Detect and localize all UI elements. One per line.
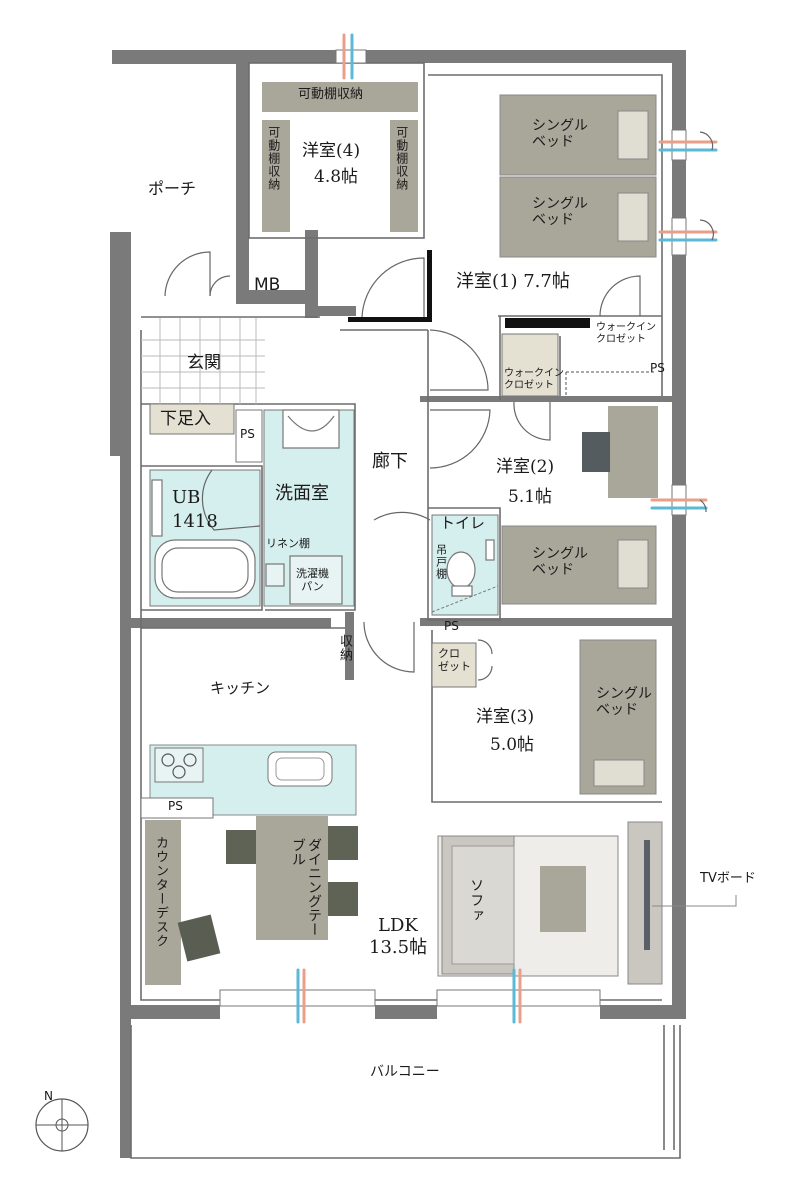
single-bed-2-label: シングル ベッド [532, 196, 588, 229]
door-swings [164, 131, 714, 681]
single-bed-1-label: シングル ベッド [532, 118, 588, 151]
toilet-label: トイレ [440, 514, 486, 532]
corridor-label: 廊下 [372, 451, 408, 472]
room2-size-label: 5.1帖 [508, 487, 553, 507]
movable-shelf-right-label: 可動棚収納 [394, 126, 409, 191]
entrance-label: 玄関 [187, 353, 221, 373]
thin-walls [130, 62, 681, 1159]
walls [110, 50, 686, 1158]
counter-desk-label: カウンターデスク [152, 836, 168, 948]
single-bed-4-label: シングル ベッド [596, 686, 652, 719]
ventilation-arrows [296, 33, 718, 1024]
beds [499, 94, 657, 795]
storage-label: 収納 [336, 634, 352, 662]
movable-shelf-top-label: 可動棚収納 [298, 87, 364, 102]
closet-3-label: クロ ゼット [438, 647, 471, 673]
walkin-1-label: ウォークイン クロゼット [596, 322, 656, 345]
mb-label: MB [254, 275, 281, 295]
compass-north-label: N [44, 1089, 53, 1103]
ldk-name-label: LDK [378, 915, 418, 936]
ps-room1-label: PS [650, 361, 665, 375]
ps-toilet-label: PS [444, 619, 459, 633]
room4-shelves [262, 82, 418, 232]
single-bed-3-label: シングル ベッド [532, 546, 588, 579]
hanging-cabinet-label: 吊戸棚 [434, 544, 448, 580]
pillows [593, 110, 649, 787]
room4-size-label: 4.8帖 [314, 167, 359, 187]
room4-name-label: 洋室(4) [302, 141, 361, 161]
kitchen-label: キッチン [210, 679, 271, 697]
washroom-label: 洗面室 [275, 483, 329, 504]
washer-pan-label: 洗濯機 パン [296, 567, 329, 593]
dining-table-label: ダイニングテーブル [289, 838, 322, 936]
fixtures [151, 409, 495, 605]
closets [431, 333, 559, 688]
shoe-storage-label: 下足入 [160, 409, 211, 429]
room3-name-label: 洋室(3) [476, 707, 535, 727]
compass-rose [35, 1096, 89, 1154]
ub-name-label: UB [172, 487, 201, 508]
ps-kitchen-label: PS [168, 799, 183, 813]
ldk-size-label: 13.5帖 [369, 937, 428, 958]
ps-entrance-label: PS [240, 427, 255, 441]
walkin-2-label: ウォークイン クロゼット [504, 368, 564, 391]
tv-board-label: TVボード [700, 871, 756, 886]
jambs [348, 250, 590, 328]
movable-shelf-left-label: 可動棚収納 [266, 126, 281, 191]
balcony-label: バルコニー [370, 1064, 440, 1080]
linen-shelf-label: リネン棚 [266, 537, 310, 550]
room3-size-label: 5.0帖 [490, 735, 535, 755]
room1-label: 洋室(1) 7.7帖 [456, 271, 570, 292]
porch-label: ポーチ [148, 179, 197, 198]
desk-room2 [582, 406, 658, 498]
sofa-label: ソファ [468, 878, 485, 923]
ub-size-label: 1418 [172, 511, 218, 532]
room2-name-label: 洋室(2) [496, 457, 555, 477]
